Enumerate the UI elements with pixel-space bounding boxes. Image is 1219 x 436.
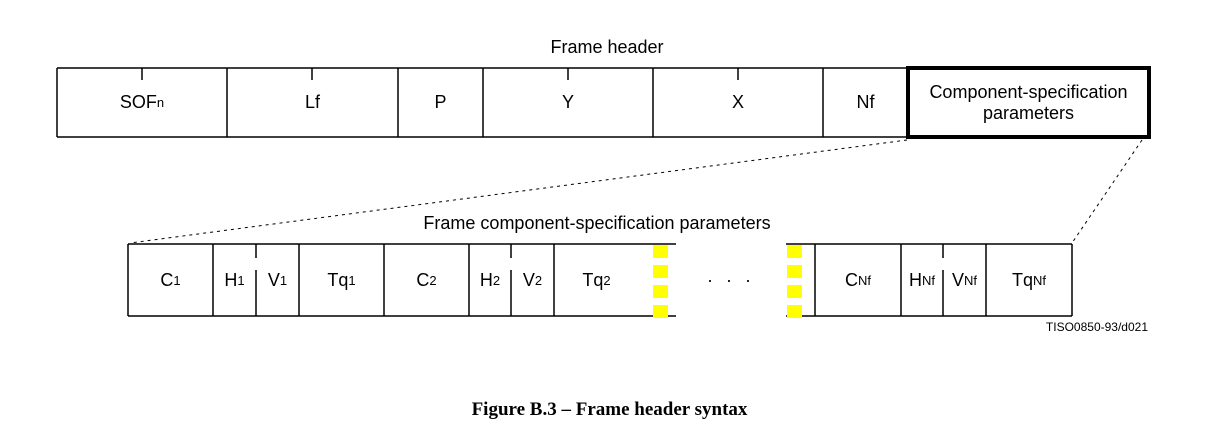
field-cnf-main: C [845, 269, 858, 290]
field-h1-sub: 1 [237, 272, 245, 288]
component-params-title: Frame component-specification parameters [423, 213, 771, 233]
field-h2-main: H [479, 269, 493, 290]
field-y-main: Y [561, 92, 574, 112]
field-tqnf-sub: Nf [1033, 272, 1046, 288]
field-tqnf-main: Tq [1011, 269, 1033, 290]
component-spec-label: Component-specification parameters [908, 68, 1149, 137]
component-spec-box [906, 66, 1151, 139]
ellipsis: · · · [707, 269, 755, 290]
field-tq1-sub: 1 [348, 272, 356, 288]
field-y: Y [483, 68, 653, 137]
field-c1-main: C [160, 269, 174, 290]
field-sof-sub: n [156, 95, 165, 110]
frame-header-title: Frame header [550, 37, 664, 57]
field-vnf-sub: Nf [964, 272, 977, 288]
field-hnf-main: H [909, 269, 922, 290]
field-nf-main: Nf [856, 92, 875, 112]
field-tq1-main: Tq [327, 269, 349, 290]
field-v1-sub: 1 [279, 272, 288, 288]
frame-header-row [56, 67, 907, 138]
reference-code: TISO0850-93/d021 [1045, 320, 1148, 334]
expansion-lines [129, 139, 1143, 244]
field-nf: Nf [823, 68, 908, 137]
field-vnf-main: V [951, 269, 964, 290]
field-hnf-sub: Nf [922, 272, 935, 288]
field-lf: Lf [227, 68, 398, 137]
component-spec-line1: Component-specification [929, 81, 1128, 102]
field-tq2-main: Tq [582, 269, 604, 290]
field-p-main: P [434, 92, 447, 112]
field-h2-sub: 2 [492, 272, 501, 288]
field-v2-main: V [522, 269, 535, 290]
figure-caption: Figure B.3 – Frame header syntax [471, 399, 748, 420]
field-c1-sub: 1 [173, 272, 181, 288]
break-marker-right [787, 245, 802, 318]
field-x-main: X [731, 92, 744, 112]
field-sof-main: SOF [119, 92, 157, 112]
field-p: P [398, 68, 483, 137]
field-x: X [653, 68, 823, 137]
field-v1-main: V [267, 269, 280, 290]
break-marker-left [653, 245, 668, 318]
field-cnf-sub: Nf [858, 272, 871, 288]
field-c2-main: C [416, 269, 430, 290]
component-row [127, 243, 1073, 317]
field-tq2-sub: 2 [603, 272, 611, 288]
field-c2-sub: 2 [429, 272, 437, 288]
field-h1-main: H [224, 269, 238, 290]
field-lf-main: Lf [304, 92, 320, 112]
component-spec-line2: parameters [982, 102, 1075, 123]
field-v2-sub: 2 [534, 272, 543, 288]
